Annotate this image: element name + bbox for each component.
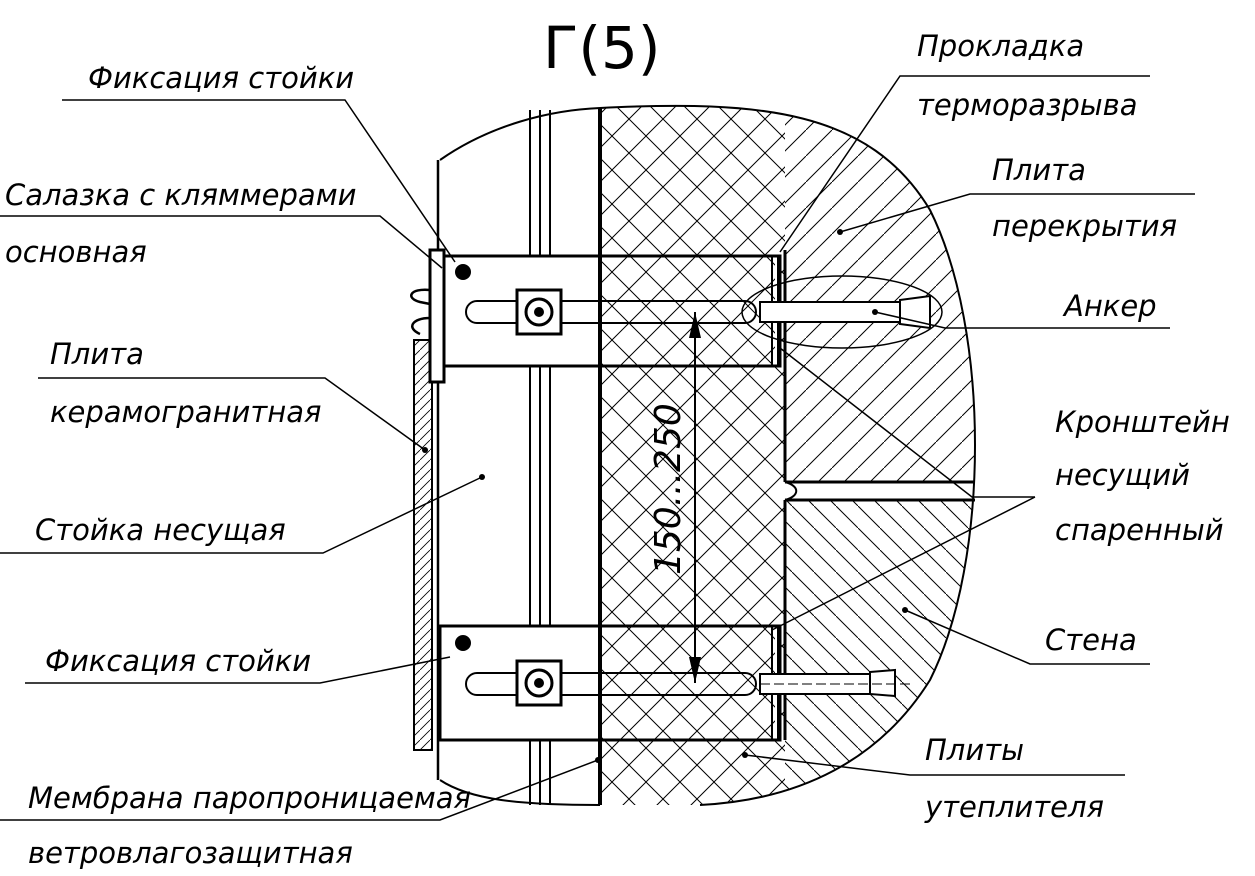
dimension-arrow-top <box>689 312 701 338</box>
sled-hook-lower <box>411 316 431 336</box>
dimension-text: 150...250 <box>648 403 689 575</box>
leaders-right <box>744 75 1195 776</box>
sled-clamp <box>428 248 446 384</box>
fixation-point-bottom <box>455 635 471 651</box>
nut-top-core <box>534 307 544 317</box>
floor-slab <box>785 105 975 482</box>
detail-boundary-left <box>439 107 601 161</box>
leader-dot <box>837 229 843 235</box>
leader-dot <box>595 757 601 763</box>
leader-dot <box>902 607 908 613</box>
label-bracket-1: Кронштейн <box>1055 405 1230 439</box>
label-anchor: Анкер <box>1062 289 1157 323</box>
label-fixation-bottom: Фиксация стойки <box>45 644 311 678</box>
leader-dot <box>742 752 748 758</box>
label-insulation-1: Плиты <box>925 733 1024 767</box>
slot-bottom <box>465 672 757 696</box>
label-insulation-2: утеплителя <box>924 790 1104 824</box>
label-post: Стойка несущая <box>35 513 286 547</box>
label-sled-2: основная <box>5 235 147 269</box>
label-plate-2: керамогранитная <box>50 395 321 429</box>
label-sled-1: Салазка с кляммерами <box>5 178 356 212</box>
view-title: Г(5) <box>543 14 661 82</box>
nut-top-ring <box>524 297 554 327</box>
label-wall: Стена <box>1045 623 1137 657</box>
leader-dot <box>872 309 878 315</box>
label-membrane-2: ветровлагозащитная <box>28 836 353 870</box>
label-gasket-1: Прокладка <box>917 29 1084 63</box>
label-bracket-2: несущий <box>1055 458 1190 492</box>
dimension-arrow-bottom <box>689 657 701 683</box>
anchor-bottom-head <box>869 668 896 698</box>
ceramic-plate <box>413 339 433 751</box>
nut-bottom-ring <box>524 668 554 698</box>
leader-dot <box>479 474 485 480</box>
sled-hook <box>410 288 431 306</box>
slot-top <box>465 300 757 324</box>
leaders-left <box>0 99 599 821</box>
nut-bottom-core <box>534 678 544 688</box>
label-bracket-3: спаренный <box>1055 513 1224 547</box>
bracket-top-inner <box>600 256 775 366</box>
leader-dot <box>422 447 428 453</box>
label-fixation-top: Фиксация стойки <box>88 61 354 95</box>
anchor-highlight <box>741 275 943 349</box>
label-slab-2: перекрытия <box>992 209 1177 243</box>
bracket-bottom-inner <box>600 626 775 740</box>
joint-bump <box>784 481 798 501</box>
detail-boundary-bottom <box>439 779 601 806</box>
label-plate-1: Плита <box>50 337 144 371</box>
fixation-point-top <box>455 264 471 280</box>
label-gasket-2: терморазрыва <box>917 88 1138 122</box>
label-slab-1: Плита <box>992 153 1086 187</box>
label-membrane-1: Мембрана паропроницаемая <box>28 781 471 815</box>
